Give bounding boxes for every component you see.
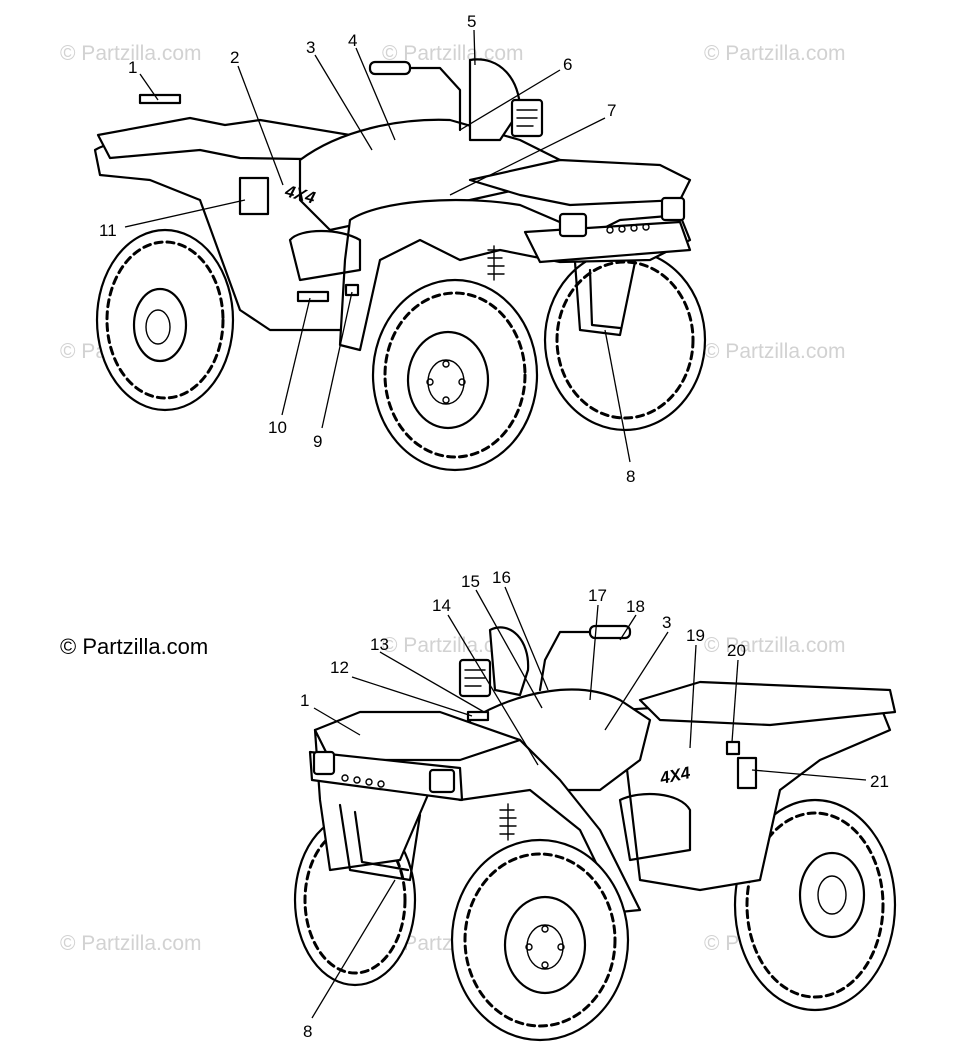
- side-panel: [618, 792, 692, 862]
- watermark: © Partzilla.com: [704, 340, 846, 363]
- callout-number: 19: [686, 626, 705, 645]
- callout-number: 13: [370, 635, 389, 654]
- vent-slots: [499, 803, 517, 841]
- callout-number: 20: [727, 641, 746, 660]
- front-rack-top: [468, 158, 692, 207]
- vent-slots: [487, 245, 505, 281]
- callout-number: 16: [492, 568, 511, 587]
- bottom-leader-lines: [311, 586, 867, 1019]
- callout-number: 4: [348, 31, 357, 50]
- callout-number: 1: [128, 58, 137, 77]
- watermark: © Partzilla.com: [382, 42, 524, 65]
- callout-number: 2: [230, 48, 239, 67]
- watermark: © Partzilla.com: [60, 932, 202, 955]
- headlight-right: [428, 768, 456, 794]
- headlight-left: [558, 212, 588, 238]
- callout-number: 5: [467, 12, 476, 31]
- bumper-bolts: [606, 223, 650, 234]
- callout-number: 6: [563, 55, 572, 74]
- callout-number: 11: [99, 221, 117, 240]
- watermark: © Partzilla.com: [60, 42, 202, 65]
- decal-1: [138, 93, 182, 105]
- wheel-front-left: [450, 838, 630, 1042]
- callout-number: 18: [626, 597, 645, 616]
- top-leader-lines: [124, 29, 631, 463]
- callout-number: 14: [432, 596, 451, 615]
- callout-number: 12: [330, 658, 349, 677]
- watermark: © Partzilla.com: [704, 634, 846, 657]
- wheel-front-left: [371, 278, 539, 472]
- top-callouts: 1 2 3 4 5 6 7 8 9 10 11: [99, 12, 635, 486]
- bottom-callouts: 1 12 13 14 15 16 17 18 3 19 20 21 8: [300, 568, 889, 1041]
- wheel-rear-right: [543, 248, 707, 432]
- handlebar: [538, 630, 632, 692]
- decal-20: [725, 740, 741, 756]
- callout-number: 8: [626, 467, 635, 486]
- copyright-notice: © Partzilla.com: [60, 634, 209, 659]
- rear-rack: [638, 680, 897, 727]
- callout-number: 10: [268, 418, 287, 437]
- windshield-plate: [488, 626, 530, 697]
- decal-21: [736, 756, 758, 790]
- brush-guard: [573, 260, 637, 337]
- atv-top-illustration: 4X4: [93, 58, 707, 472]
- wheel-rear-right: [733, 798, 897, 1012]
- callout-number: 9: [313, 432, 322, 451]
- watermark: © Partzilla.com: [704, 42, 846, 65]
- front-bumper: [308, 750, 464, 802]
- callout-number: 3: [662, 613, 671, 632]
- callout-number: 21: [870, 772, 889, 791]
- headlight-right: [660, 196, 686, 222]
- callout-number: 3: [306, 38, 315, 57]
- atv-bottom-illustration: 4X4: [293, 624, 897, 1042]
- callout-number: 15: [461, 572, 480, 591]
- callout-number: 17: [588, 586, 607, 605]
- windshield-plate: [468, 58, 522, 142]
- callout-number: 7: [607, 101, 616, 120]
- callout-number: 1: [300, 691, 309, 710]
- callout-number: 8: [303, 1022, 312, 1041]
- decal-10: [296, 290, 330, 303]
- wheel-rear-left: [95, 228, 235, 412]
- decal-11: [238, 176, 270, 216]
- watermark: © Partzilla.com: [382, 634, 524, 657]
- brush-guard: [338, 803, 422, 882]
- side-panel: [288, 230, 362, 282]
- decal-12: [466, 710, 490, 722]
- bumper-bolts: [341, 774, 385, 788]
- headlight-left: [312, 750, 336, 776]
